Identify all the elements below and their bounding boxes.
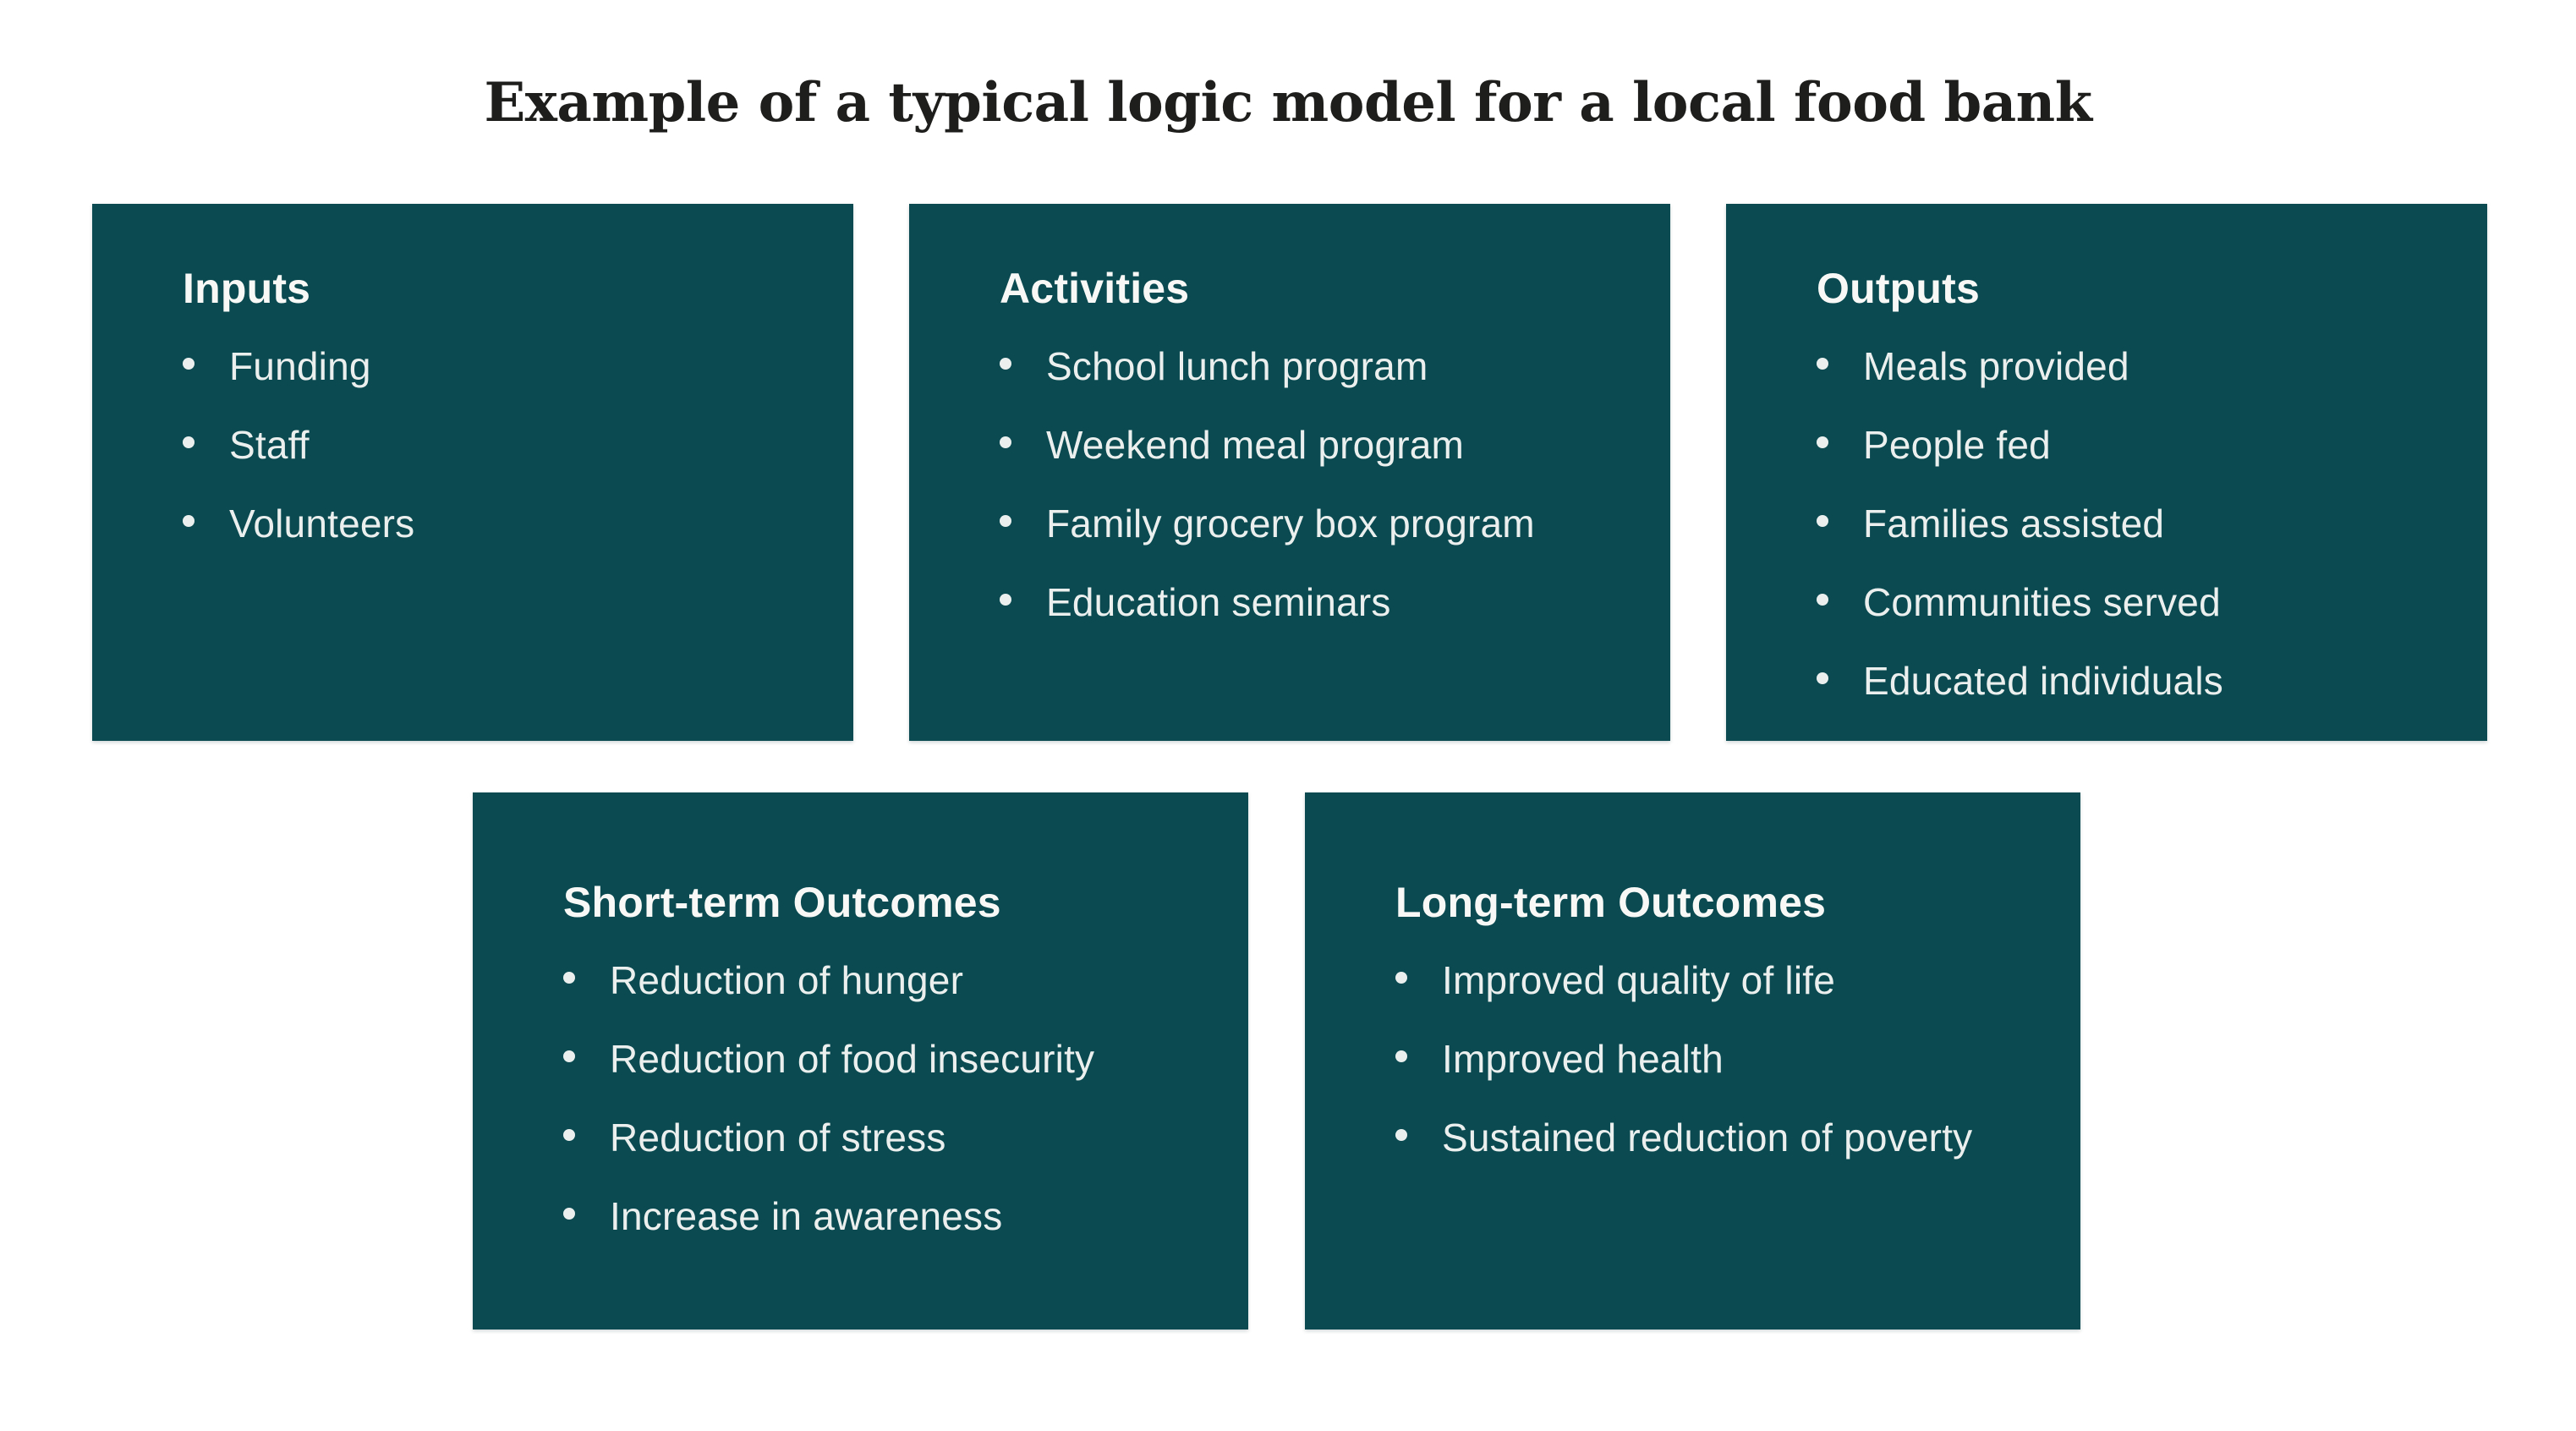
short-term-outcomes-heading: Short-term Outcomes [563,879,1001,926]
list-item: Educated individuals [1817,642,2436,721]
list-item-label: Improved quality of life [1442,958,1836,1002]
bullet-icon [183,515,195,527]
bullet-icon [1000,515,1011,527]
list-item-label: Weekend meal program [1046,423,1465,467]
list-item: Sustained reduction of poverty [1395,1099,2030,1177]
inputs-heading: Inputs [183,265,311,312]
bullet-icon [1817,515,1828,527]
list-item-label: Education seminars [1046,580,1391,624]
outputs-heading: Outputs [1817,265,1981,312]
activities-list: School lunch program Weekend meal progra… [1000,327,1620,642]
bullet-icon [1000,594,1011,606]
outputs-box: Outputs Meals provided People fed Famili… [1726,204,2487,741]
diagram-title: Example of a typical logic model for a l… [484,71,2092,134]
list-item: Staff [183,406,803,485]
bullet-icon [183,358,195,370]
list-item-label: Improved health [1442,1037,1724,1081]
list-item-label: People fed [1863,423,2051,467]
bullet-icon [1395,1050,1407,1062]
bullet-icon [1000,436,1011,448]
list-item-label: Family grocery box program [1046,502,1535,546]
list-item-label: Communities served [1863,580,2221,624]
list-item-label: Volunteers [229,502,415,546]
list-item: People fed [1817,406,2436,485]
list-item-label: Increase in awareness [610,1194,1003,1238]
inputs-list: Funding Staff Volunteers [183,327,803,563]
bullet-icon [1817,436,1828,448]
list-item-label: School lunch program [1046,344,1428,388]
list-item: Improved quality of life [1395,941,2030,1020]
list-item: Funding [183,327,803,406]
bullet-icon [563,1129,575,1141]
list-item-label: Families assisted [1863,502,2165,546]
bullet-icon [1817,358,1828,370]
list-item: Reduction of stress [563,1099,1198,1177]
list-item-label: Reduction of hunger [610,958,964,1002]
bullet-icon [1817,672,1828,684]
list-item: School lunch program [1000,327,1620,406]
list-item: Meals provided [1817,327,2436,406]
bullet-icon [183,436,195,448]
activities-heading: Activities [1000,265,1190,312]
short-term-outcomes-box: Short-term Outcomes Reduction of hunger … [473,792,1248,1330]
long-term-outcomes-box: Long-term Outcomes Improved quality of l… [1305,792,2080,1330]
list-item-label: Educated individuals [1863,659,2223,703]
list-item: Communities served [1817,563,2436,642]
list-item-label: Staff [229,423,310,467]
list-item-label: Sustained reduction of poverty [1442,1116,1973,1160]
bullet-icon [1395,972,1407,984]
list-item: Reduction of food insecurity [563,1020,1198,1099]
outputs-list: Meals provided People fed Families assis… [1817,327,2436,721]
list-item-label: Funding [229,344,371,388]
bullet-icon [1395,1129,1407,1141]
list-item: Increase in awareness [563,1177,1198,1256]
bullet-icon [563,1208,575,1220]
list-item: Family grocery box program [1000,485,1620,563]
list-item: Education seminars [1000,563,1620,642]
bullet-icon [563,1050,575,1062]
list-item-label: Reduction of stress [610,1116,946,1160]
list-item-label: Reduction of food insecurity [610,1037,1095,1081]
list-item: Improved health [1395,1020,2030,1099]
short-term-outcomes-list: Reduction of hunger Reduction of food in… [563,941,1198,1256]
list-item: Volunteers [183,485,803,563]
list-item: Weekend meal program [1000,406,1620,485]
activities-box: Activities School lunch program Weekend … [909,204,1670,741]
bullet-icon [563,972,575,984]
long-term-outcomes-heading: Long-term Outcomes [1395,879,1827,926]
long-term-outcomes-list: Improved quality of life Improved health… [1395,941,2030,1177]
bullet-icon [1000,358,1011,370]
bullet-icon [1817,594,1828,606]
list-item: Reduction of hunger [563,941,1198,1020]
list-item: Families assisted [1817,485,2436,563]
inputs-box: Inputs Funding Staff Volunteers [92,204,853,741]
list-item-label: Meals provided [1863,344,2129,388]
